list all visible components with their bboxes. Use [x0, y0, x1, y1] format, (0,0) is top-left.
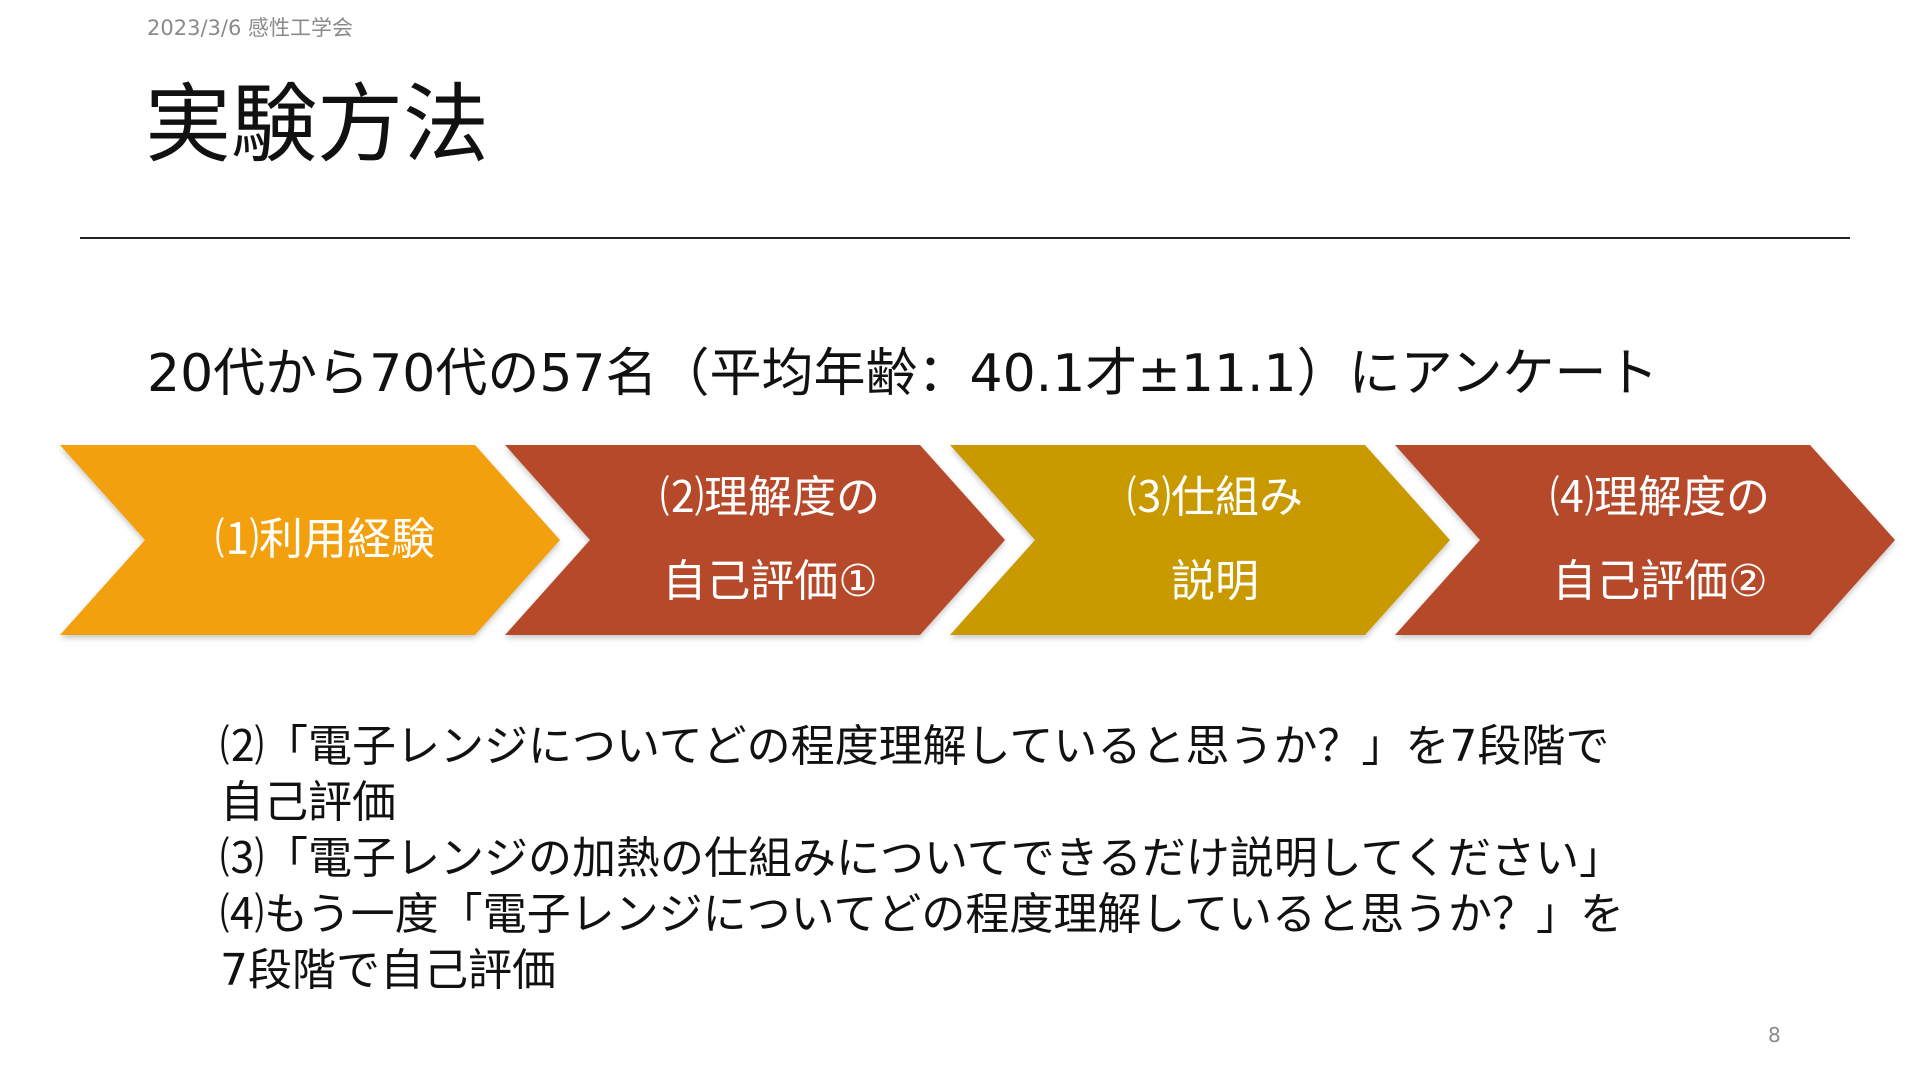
- step-3-chevron: [950, 445, 1450, 635]
- step-4-line2: 自己評価②: [1552, 556, 1768, 607]
- page-number: 8: [1768, 1023, 1781, 1047]
- step-notes: ⑵「電子レンジについてどの程度理解していると思うか？」を7段階で 自己評価 ⑶「…: [220, 722, 1624, 1002]
- note-3-line1: ⑶「電子レンジの加熱の仕組みについてできるだけ説明してください」: [220, 833, 1624, 884]
- step-2-line1: ⑵理解度の: [660, 472, 880, 523]
- step-4-chevron: [1395, 445, 1895, 635]
- step-1-line1: ⑴利用経験: [215, 514, 435, 565]
- slide-title: 実験方法: [145, 75, 489, 175]
- slide-subtitle: 20代から70代の57名（平均年齢：40.1才±11.1）にアンケート: [147, 344, 1659, 404]
- step-1-label: ⑴利用経験: [160, 498, 490, 582]
- step-4-line1: ⑷理解度の: [1550, 472, 1770, 523]
- note-4-line1: ⑷もう一度「電子レンジについてどの程度理解していると思うか？」を: [220, 889, 1625, 940]
- step-3-line2: 説明: [1171, 556, 1259, 607]
- step-1-chevron: [60, 445, 560, 635]
- note-2-line2: 自己評価: [220, 777, 396, 828]
- process-flow: ⑴利用経験 ⑵理解度の 自己評価① ⑶仕組み 説明 ⑷理解度の 自己評価②: [60, 440, 1910, 650]
- step-2-chevron: [505, 445, 1005, 635]
- step-4-label: ⑷理解度の 自己評価②: [1495, 456, 1825, 624]
- note-4-line2: 7段階で自己評価: [220, 945, 556, 996]
- note-2-line1: ⑵「電子レンジについてどの程度理解していると思うか？」を7段階で: [220, 721, 1610, 772]
- title-divider: [80, 237, 1850, 239]
- step-2-line2: 自己評価①: [662, 556, 878, 607]
- step-2-label: ⑵理解度の 自己評価①: [605, 456, 935, 624]
- step-3-label: ⑶仕組み 説明: [1050, 456, 1380, 624]
- step-3-line1: ⑶仕組み: [1127, 472, 1303, 523]
- header-date-event: 2023/3/6 感性工学会: [147, 16, 353, 40]
- process-arrows: [60, 445, 1895, 635]
